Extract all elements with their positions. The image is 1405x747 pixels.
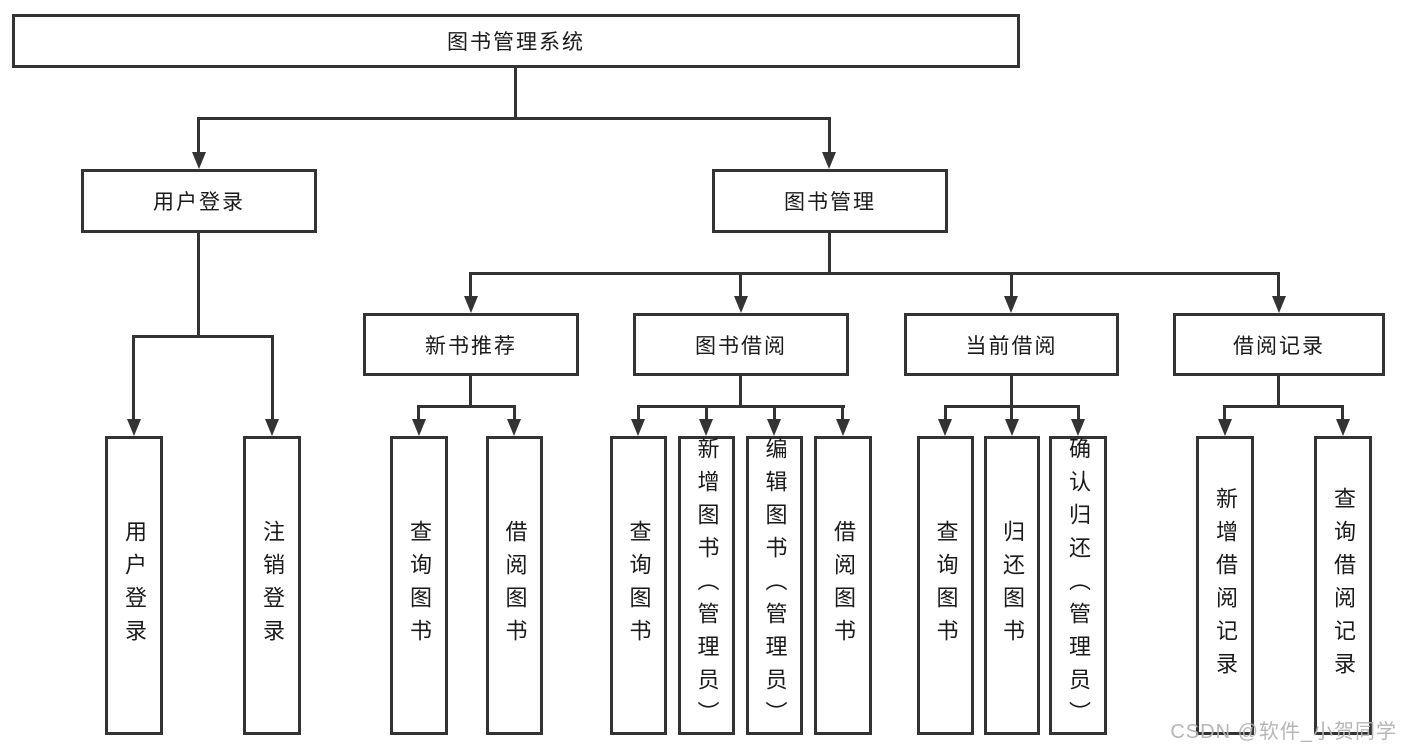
- leaf-add-book-admin: 新增图书（管理员）: [678, 436, 735, 735]
- node-root-label: 图书管理系统: [447, 31, 585, 54]
- leaf-return-book: 归还图书: [984, 436, 1040, 735]
- leaf-add-borrow-record: 新增借阅记录: [1196, 436, 1254, 735]
- connector-line: [514, 68, 517, 119]
- connector-line: [705, 405, 708, 420]
- connector-line: [132, 335, 135, 419]
- arrow-down-icon: [1336, 419, 1350, 436]
- arrow-down-icon: [127, 419, 141, 436]
- arrow-down-icon: [1005, 419, 1019, 436]
- connector-line: [739, 376, 742, 407]
- connector-line: [417, 405, 420, 420]
- leaf-borrow-books-1: 借阅图书: [486, 436, 543, 735]
- connector-line: [773, 405, 776, 420]
- arrow-down-icon: [1272, 296, 1286, 313]
- leaf-borrow-books-2-label: 借阅图书: [831, 519, 856, 652]
- leaf-return-book-label: 归还图书: [1000, 519, 1025, 652]
- node-user-login: 用户登录: [81, 169, 317, 233]
- leaf-query-books-2: 查询图书: [610, 436, 667, 735]
- connector-line: [417, 405, 516, 408]
- leaf-user-login-label: 用户登录: [122, 519, 147, 652]
- leaf-query-books-1-label: 查询图书: [407, 519, 432, 652]
- connector-line: [944, 405, 947, 420]
- connector-line: [197, 117, 831, 120]
- connector-line: [841, 405, 844, 420]
- connector-line: [469, 272, 1280, 275]
- connector-line: [271, 335, 274, 419]
- connector-line: [828, 117, 831, 153]
- leaf-borrow-books-2: 借阅图书: [814, 436, 872, 735]
- leaf-confirm-return-admin: 确认归还（管理员）: [1049, 436, 1107, 735]
- connector-line: [469, 376, 472, 407]
- node-book-management: 图书管理: [712, 169, 948, 233]
- node-book-borrow: 图书借阅: [633, 313, 849, 376]
- connector-line: [1077, 405, 1080, 420]
- connector-line: [1223, 405, 1226, 420]
- arrow-down-icon: [507, 419, 521, 436]
- connector-line: [1341, 405, 1344, 420]
- connector-line: [1010, 376, 1013, 407]
- arrow-down-icon: [412, 419, 426, 436]
- connector-line: [739, 272, 742, 297]
- arrow-down-icon: [734, 296, 748, 313]
- connector-line: [513, 405, 516, 420]
- node-new-book-recommend-label: 新书推荐: [425, 334, 517, 358]
- connector-line: [1010, 272, 1013, 297]
- leaf-query-books-3-label: 查询图书: [933, 519, 959, 652]
- leaf-user-login: 用户登录: [105, 436, 163, 735]
- connector-line: [1010, 405, 1013, 420]
- node-borrow-records-label: 借阅记录: [1233, 334, 1325, 358]
- leaf-edit-book-admin-label: 编辑图书（管理员）: [762, 437, 788, 734]
- arrow-down-icon: [1218, 419, 1232, 436]
- connector-line: [828, 233, 831, 275]
- node-root: 图书管理系统: [12, 14, 1020, 68]
- leaf-query-borrow-record-label: 查询借阅记录: [1331, 486, 1356, 685]
- arrow-down-icon: [836, 419, 850, 436]
- leaf-logout-label: 注销登录: [260, 519, 285, 652]
- arrow-down-icon: [631, 419, 645, 436]
- leaf-logout: 注销登录: [243, 436, 301, 735]
- leaf-edit-book-admin: 编辑图书（管理员）: [746, 436, 803, 735]
- leaf-add-book-admin-label: 新增图书（管理员）: [694, 437, 720, 734]
- connector-line: [469, 272, 472, 297]
- node-book-borrow-label: 图书借阅: [695, 334, 787, 358]
- leaf-query-books-2-label: 查询图书: [626, 519, 652, 652]
- connector-line: [132, 335, 274, 338]
- arrow-down-icon: [822, 152, 836, 169]
- arrow-down-icon: [265, 419, 279, 436]
- csdn-watermark: CSDN @软件_小贺同学: [1170, 721, 1397, 743]
- node-current-borrow: 当前借阅: [904, 313, 1119, 376]
- connector-line: [1277, 272, 1280, 297]
- arrow-down-icon: [1071, 419, 1085, 436]
- leaf-borrow-books-1-label: 借阅图书: [502, 519, 528, 652]
- node-book-management-label: 图书管理: [784, 191, 876, 214]
- connector-line: [637, 405, 640, 420]
- arrow-down-icon: [464, 296, 478, 313]
- leaf-add-borrow-record-label: 新增借阅记录: [1213, 486, 1238, 685]
- connector-line: [1223, 405, 1344, 408]
- arrow-down-icon: [699, 419, 713, 436]
- connector-line: [197, 233, 200, 338]
- leaf-confirm-return-admin-label: 确认归还（管理员）: [1066, 437, 1091, 734]
- leaf-query-books-3: 查询图书: [917, 436, 974, 735]
- connector-line: [1277, 376, 1280, 407]
- node-new-book-recommend: 新书推荐: [363, 313, 579, 376]
- connector-line: [637, 405, 845, 408]
- arrow-down-icon: [767, 419, 781, 436]
- node-current-borrow-label: 当前借阅: [965, 334, 1058, 358]
- node-user-login-label: 用户登录: [153, 191, 245, 214]
- leaf-query-borrow-record: 查询借阅记录: [1314, 436, 1372, 735]
- node-borrow-records: 借阅记录: [1173, 313, 1385, 376]
- connector-line: [197, 117, 200, 153]
- arrow-down-icon: [192, 152, 206, 169]
- leaf-query-books-1: 查询图书: [390, 436, 448, 735]
- arrow-down-icon: [938, 419, 952, 436]
- arrow-down-icon: [1004, 296, 1018, 313]
